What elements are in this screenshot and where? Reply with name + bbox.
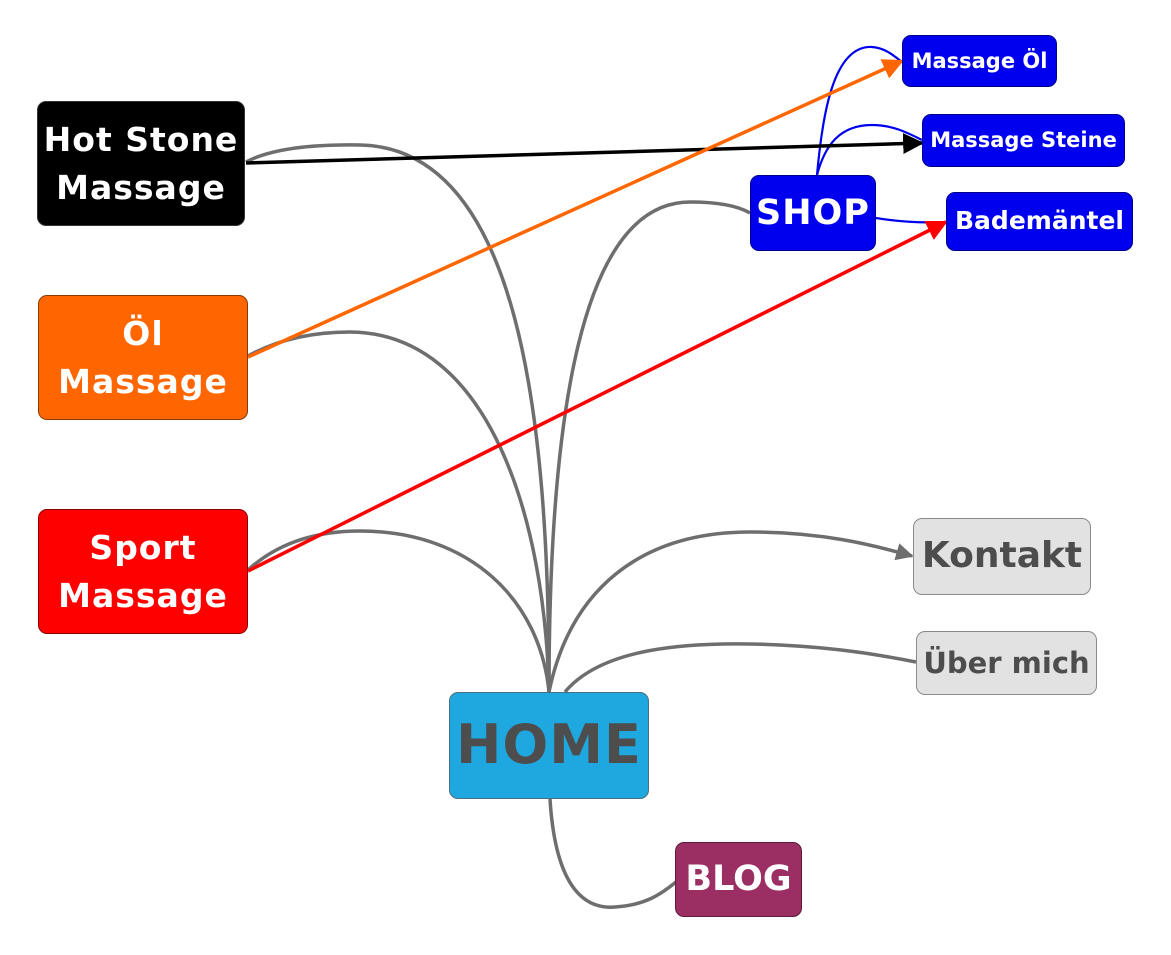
node-hot-stone-massage[interactable]: Hot Stone Massage	[37, 101, 245, 226]
node-shop[interactable]: SHOP	[750, 175, 876, 251]
node-sport-massage[interactable]: Sport Massage	[38, 509, 248, 634]
node-home[interactable]: HOME	[449, 692, 649, 799]
edge-shop-massagesteine	[815, 123, 923, 176]
node-bademantel[interactable]: Bademäntel	[946, 192, 1133, 251]
node-massage-oel[interactable]: Massage Öl	[902, 35, 1057, 87]
node-kontakt[interactable]: Kontakt	[913, 518, 1091, 595]
edge-home-shop	[547, 200, 751, 693]
node-oel-massage[interactable]: Öl Massage	[38, 295, 248, 420]
node-blog[interactable]: BLOG	[675, 842, 802, 917]
edge-home-sport	[246, 529, 551, 693]
arrow-sport-bademantel	[247, 220, 948, 573]
edge-home-oel	[247, 330, 551, 693]
edge-home-hotstone	[245, 143, 551, 693]
edge-shop-massageoel	[815, 45, 903, 176]
node-ueber-mich[interactable]: Über mich	[916, 631, 1097, 695]
arrow-oel-massageoel	[247, 59, 904, 359]
edge-home-blog	[548, 798, 678, 909]
node-massage-steine[interactable]: Massage Steine	[922, 114, 1125, 167]
edge-home-kontakt	[547, 530, 914, 693]
edge-shop-bademantel	[875, 216, 947, 224]
edge-home-uebermich	[563, 642, 917, 694]
arrow-hotstone-massagesteine	[245, 133, 925, 165]
